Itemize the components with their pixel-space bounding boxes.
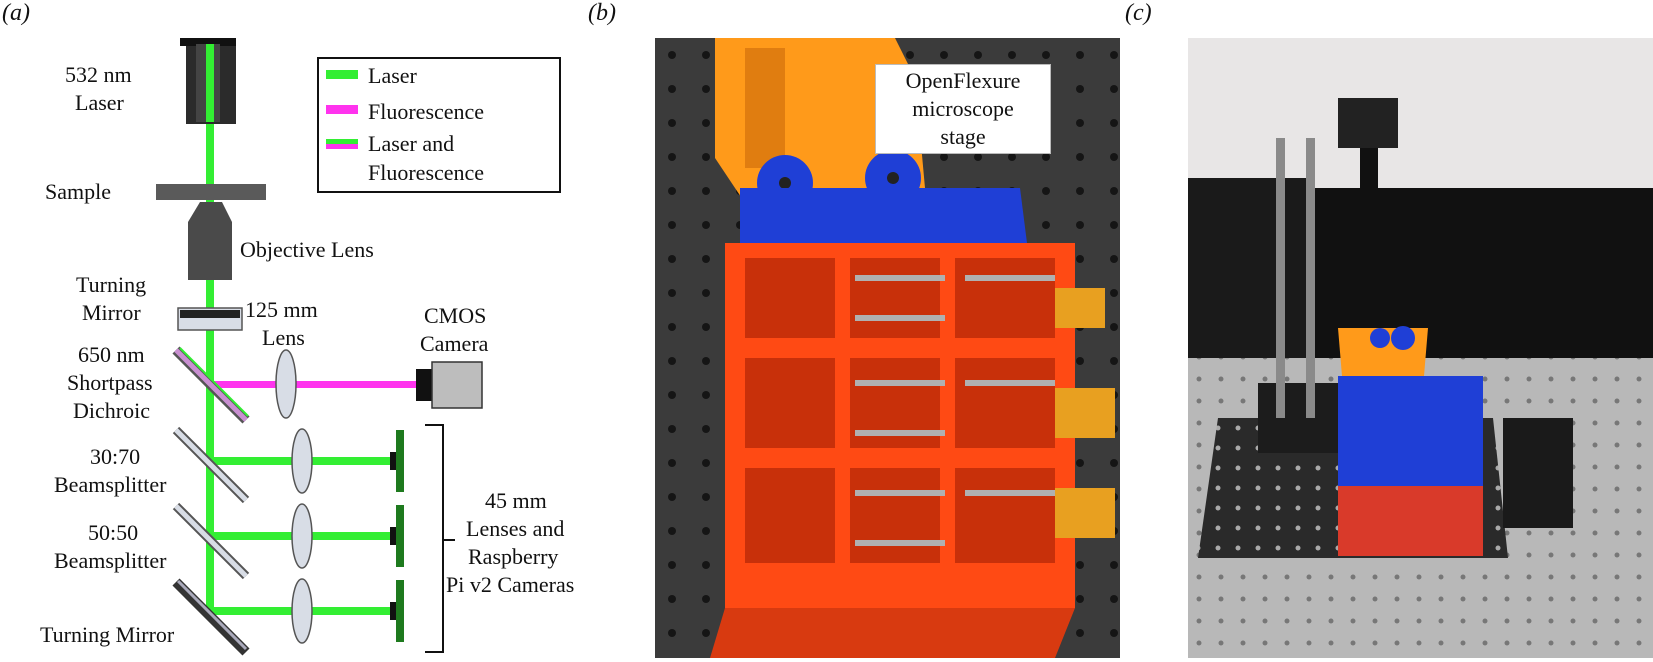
legend: Laser Fluorescence Laser and Fluorescenc… [317, 57, 561, 193]
lens-125mm [275, 349, 297, 419]
stage-label-1: OpenFlexure [905, 68, 1021, 93]
legend-swatch-laser [326, 70, 358, 79]
laser-label-2: Laser [75, 90, 125, 115]
lens-125-label-1: 125 mm [245, 297, 318, 322]
turning-mirror-bottom [172, 578, 250, 656]
turning-mirror-top-2: Mirror [82, 300, 141, 325]
legend-both-line1: Laser and [368, 131, 454, 156]
objective-label: Objective Lens [240, 237, 374, 262]
stage-label-2: microscope [912, 96, 1014, 121]
turning-mirror-bottom-label: Turning Mirror [40, 622, 175, 647]
legend-fluorescence: Fluorescence [368, 99, 484, 124]
photo-c [1188, 38, 1653, 658]
pi-cameras-label-2: Lenses and [466, 516, 564, 541]
photo-b: OpenFlexure microscope stage [655, 38, 1120, 658]
turning-mirror-top-1: Turning [76, 272, 146, 297]
stage-label-3: stage [940, 124, 986, 149]
laser-label-1: 532 nm [65, 62, 132, 87]
lens-45mm-1 [291, 428, 313, 494]
legend-swatch-both-a [326, 139, 358, 144]
dichroic-label-2: Shortpass [67, 370, 153, 395]
dichroic-label-1: 650 nm [78, 342, 145, 367]
pi-cameras-bracket [425, 424, 455, 653]
cmos-label-1: CMOS [424, 303, 486, 328]
sample [156, 184, 266, 200]
legend-box [317, 57, 561, 193]
bs-5050-label-1: 50:50 [88, 520, 138, 545]
fluorescence-beam [210, 381, 420, 388]
panel-label-b: (b) [588, 0, 616, 26]
stage-label-box: OpenFlexure microscope stage [875, 64, 1051, 154]
optical-diagram: Laser Fluorescence Laser and Fluorescenc… [40, 38, 574, 656]
laser-source [180, 38, 236, 124]
bs-3070-label-1: 30:70 [90, 444, 140, 469]
panel-label-c: (c) [1125, 0, 1152, 26]
turning-mirror-top [177, 307, 243, 331]
lens-45mm-3 [291, 578, 313, 644]
lens-125-label-2: Lens [262, 325, 305, 350]
dichroic-label-3: Dichroic [73, 398, 150, 423]
objective-lens [188, 202, 232, 280]
shortpass-dichroic [172, 346, 250, 424]
panel-label-a: (a) [2, 0, 30, 26]
legend-both-line2: Fluorescence [368, 160, 484, 185]
sample-label: Sample [45, 179, 111, 204]
bs-3070-label-2: Beamsplitter [54, 472, 167, 497]
cmos-camera [416, 361, 483, 409]
pi-cameras-label-3: Raspberry [468, 544, 558, 569]
pi-cameras-label-4: Pi v2 Cameras [446, 572, 574, 597]
cmos-label-2: Camera [420, 331, 489, 356]
legend-laser: Laser [368, 63, 418, 88]
bs-5050-label-2: Beamsplitter [54, 548, 167, 573]
pi-cameras [390, 430, 404, 642]
pi-cameras-label-1: 45 mm [485, 488, 547, 513]
legend-swatch-both-b [326, 144, 358, 149]
lens-45mm-2 [291, 503, 313, 569]
legend-swatch-fluorescence [326, 105, 358, 114]
